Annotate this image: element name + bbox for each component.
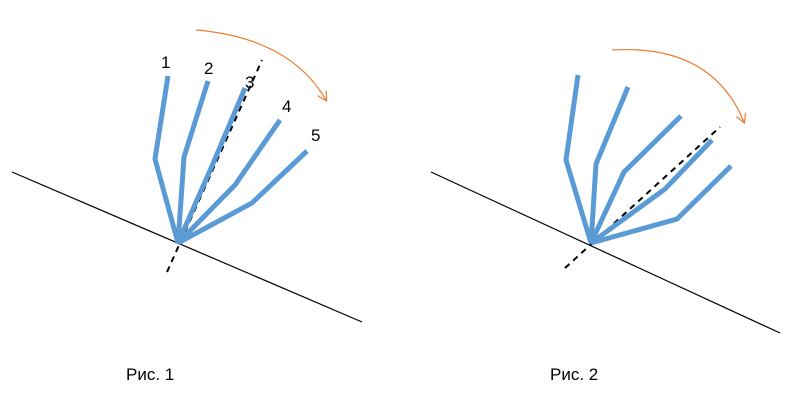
fig1-label-4: 4 (282, 97, 291, 116)
fig1-caption: Рис. 1 (126, 365, 174, 384)
fig2-stalk-3 (588, 114, 683, 245)
fig1-label-2: 2 (204, 59, 213, 78)
fig1-label-1: 1 (161, 53, 170, 72)
fig1-ground-line (11, 171, 363, 323)
fig2-stalk-5 (590, 164, 733, 246)
fig1-stalk-4 (176, 118, 283, 245)
fig2-dashed-axis (564, 126, 721, 269)
fig2-stalk-1 (563, 74, 594, 244)
fig1-stalk-5 (176, 149, 309, 246)
fig2-rotation-arrow (611, 48, 747, 125)
fig1-rotation-arrow (195, 29, 328, 102)
fig2-stalk-2 (588, 86, 631, 244)
fig1-stalk-2 (175, 80, 211, 244)
figure-2: Рис. 2 (430, 48, 781, 384)
fig2-caption: Рис. 2 (550, 365, 598, 384)
fig1-label-5: 5 (311, 126, 320, 145)
fig1-stalk-1 (152, 75, 181, 244)
fig2-stalk-4 (589, 138, 714, 246)
figure-1: 1 2 3 4 5 Рис. 1 (11, 29, 363, 384)
fig1-label-3: 3 (245, 73, 254, 92)
fig2-ground-line (430, 171, 781, 334)
fig1-stalk-3 (175, 87, 248, 245)
